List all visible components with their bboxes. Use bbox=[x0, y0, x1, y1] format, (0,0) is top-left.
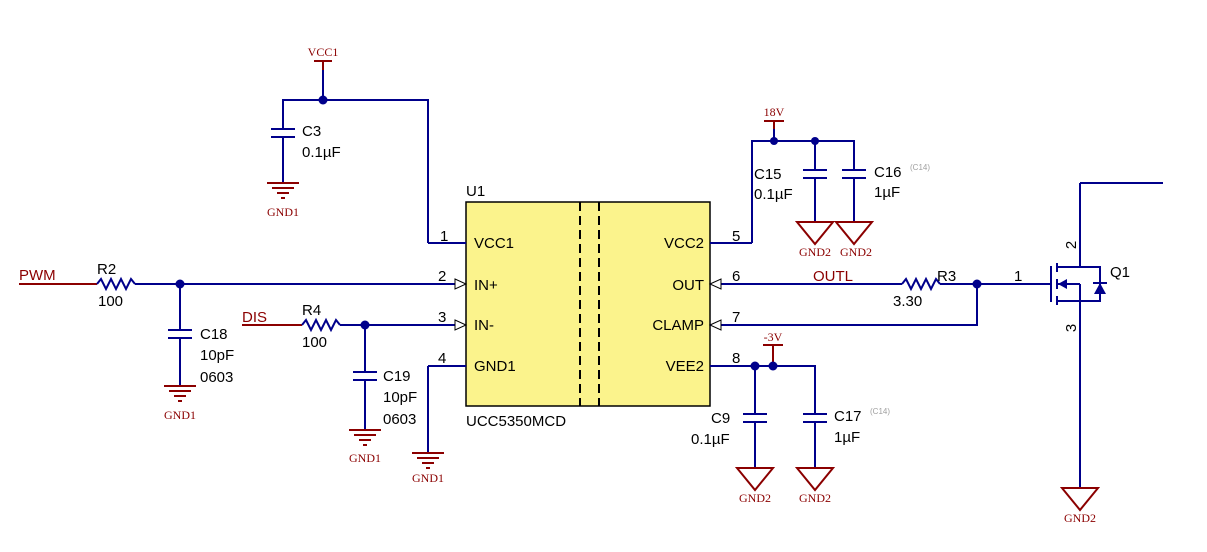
pin-7-input-arrow bbox=[708, 319, 722, 331]
vcc1-junction bbox=[318, 95, 328, 105]
gnd1-symbol-c18 bbox=[164, 385, 196, 402]
net-label-pwm: PWM bbox=[19, 267, 56, 284]
net-label-dis: DIS bbox=[242, 309, 267, 326]
c16-value: 1µF bbox=[874, 184, 900, 201]
vee2-rail bbox=[752, 365, 816, 414]
c19-ref: C19 bbox=[383, 368, 411, 385]
ic-part-number: UCC5350MCD bbox=[466, 413, 566, 430]
c18-ref: C18 bbox=[200, 326, 228, 343]
c3-ref: C3 bbox=[302, 123, 321, 140]
gnd1-symbol-c3 bbox=[267, 182, 299, 199]
v18-label: 18V bbox=[764, 105, 785, 119]
v18-junction-left bbox=[770, 137, 778, 145]
pin-2-input-arrow bbox=[454, 278, 468, 290]
gnd2-label-q1: GND2 bbox=[1064, 511, 1096, 525]
vcc1-label: VCC1 bbox=[308, 45, 339, 59]
c18-package: 0603 bbox=[200, 369, 233, 386]
c19-package: 0603 bbox=[383, 411, 416, 428]
c17-note: (C14) bbox=[870, 407, 890, 416]
gnd2-symbol-q1 bbox=[1059, 487, 1101, 512]
r2-value: 100 bbox=[98, 293, 123, 310]
c16-ref: C16 bbox=[874, 164, 902, 181]
c18-value: 10pF bbox=[200, 347, 234, 364]
ic-pin-name-clamp: CLAMP bbox=[652, 317, 704, 334]
q1-source-pin-num: 3 bbox=[1063, 324, 1080, 332]
ic-designator: U1 bbox=[466, 183, 485, 200]
pin-6-output-arrow bbox=[708, 278, 722, 290]
c19-value: 10pF bbox=[383, 389, 417, 406]
c16-note: (C14) bbox=[910, 163, 930, 172]
c15-ref: C15 bbox=[754, 166, 782, 183]
r4-resistor bbox=[301, 317, 341, 333]
vee2-junction-right bbox=[768, 361, 778, 371]
ic-pin-num-7: 7 bbox=[732, 309, 740, 326]
r4-value: 100 bbox=[302, 334, 327, 351]
r4-ref: R4 bbox=[302, 302, 321, 319]
gnd1-label-c3: GND1 bbox=[267, 205, 299, 219]
c9-value: 0.1µF bbox=[691, 431, 730, 448]
ic-pin-num-5: 5 bbox=[732, 228, 740, 245]
vneg3-label: -3V bbox=[764, 330, 783, 344]
ic-pin-name-vee2: VEE2 bbox=[666, 358, 704, 375]
clamp-wire bbox=[752, 284, 978, 326]
ic-pin-num-3: 3 bbox=[438, 309, 446, 326]
ic-pin-num-2: 2 bbox=[438, 268, 446, 285]
gnd2-label-c17: GND2 bbox=[799, 491, 831, 505]
gnd1-label-pin4: GND1 bbox=[412, 471, 444, 485]
ic-u1-body[interactable] bbox=[465, 201, 711, 407]
gnd1-symbol-pin4 bbox=[412, 452, 444, 469]
q1-drain-pin-num: 2 bbox=[1063, 241, 1080, 249]
net-label-outl: OUTL bbox=[813, 268, 853, 285]
ic-pin-name-gnd1: GND1 bbox=[474, 358, 516, 375]
gnd1-label-c18: GND1 bbox=[164, 408, 196, 422]
gnd2-symbol-c17 bbox=[794, 467, 836, 492]
ic-pin-num-4: 4 bbox=[438, 350, 446, 367]
r2-ref: R2 bbox=[97, 261, 116, 278]
c17-ref: C17 bbox=[834, 408, 862, 425]
c9-ref: C9 bbox=[711, 410, 730, 427]
ic-pin-num-6: 6 bbox=[732, 268, 740, 285]
q1-gate-pin-num: 1 bbox=[1014, 268, 1022, 285]
q1-mosfet[interactable] bbox=[1044, 263, 1107, 305]
c17-value: 1µF bbox=[834, 429, 860, 446]
r3-value: 3.30 bbox=[893, 293, 922, 310]
gnd1-label-c19: GND1 bbox=[349, 451, 381, 465]
ic-pin-num-8: 8 bbox=[732, 350, 740, 367]
vcc2-rail bbox=[751, 140, 855, 243]
r3-resistor bbox=[901, 276, 941, 292]
gnd1-symbol-c19 bbox=[349, 429, 381, 446]
pin-3-input-arrow bbox=[454, 319, 468, 331]
r2-resistor bbox=[96, 276, 136, 292]
gnd2-symbol-c16 bbox=[833, 221, 875, 246]
gnd2-label-c16: GND2 bbox=[840, 245, 872, 259]
ic-pin-num-1: 1 bbox=[440, 228, 448, 245]
ic-pin-name-in-plus: IN+ bbox=[474, 277, 498, 294]
gnd2-symbol-c15 bbox=[794, 221, 836, 246]
ic-pin-name-out: OUT bbox=[672, 277, 704, 294]
ic-pin-name-vcc2: VCC2 bbox=[664, 235, 704, 252]
c3-value: 0.1µF bbox=[302, 144, 341, 161]
vcc1-rail bbox=[282, 99, 429, 243]
gnd2-label-c9: GND2 bbox=[739, 491, 771, 505]
ic-pin-name-vcc1: VCC1 bbox=[474, 235, 514, 252]
c15-value: 0.1µF bbox=[754, 186, 793, 203]
r3-ref: R3 bbox=[937, 268, 956, 285]
gnd2-label-c15: GND2 bbox=[799, 245, 831, 259]
ic-pin-name-in-minus: IN- bbox=[474, 317, 494, 334]
gnd2-symbol-c9 bbox=[734, 467, 776, 492]
q1-ref: Q1 bbox=[1110, 264, 1130, 281]
